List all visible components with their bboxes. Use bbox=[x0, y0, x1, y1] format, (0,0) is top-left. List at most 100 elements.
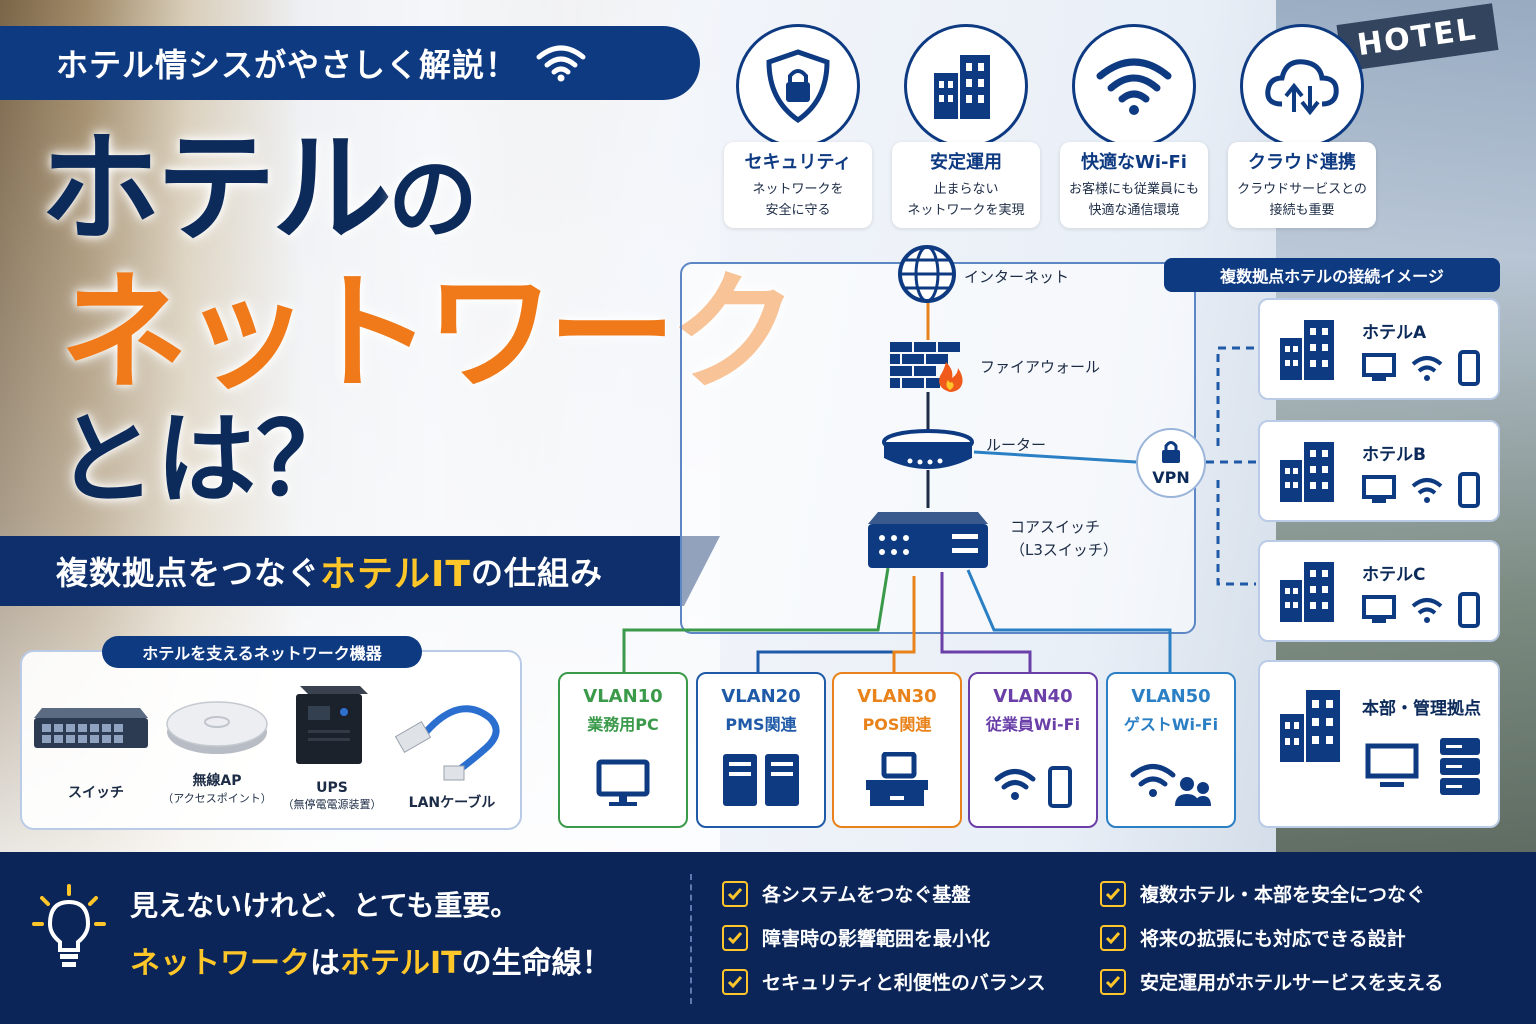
site-name: ホテルA bbox=[1362, 323, 1427, 343]
globe-icon bbox=[898, 245, 956, 303]
title-no: の bbox=[388, 147, 478, 252]
title-hotel: ホテル bbox=[40, 120, 392, 259]
lock-icon bbox=[1162, 441, 1180, 463]
lightbulb-icon bbox=[32, 884, 106, 967]
shield-lock-icon bbox=[766, 49, 830, 124]
vlan-box-40: VLAN40 従業員Wi-Fi bbox=[968, 672, 1098, 828]
check-item-label: セキュリティと利便性のバランス bbox=[762, 972, 1046, 994]
wireless-ap-icon bbox=[166, 701, 268, 754]
wifi-icon bbox=[1411, 478, 1443, 503]
firewall-icon bbox=[890, 342, 963, 392]
check-item: 複数ホテル・本部を安全につなぐ bbox=[1100, 880, 1425, 907]
vlan-box-30: VLAN30 POS関連 bbox=[832, 672, 962, 828]
checkbox-icon bbox=[1100, 880, 1126, 907]
smartphone-icon bbox=[1048, 766, 1072, 808]
monitor-icon bbox=[1365, 743, 1419, 787]
checkbox-icon bbox=[722, 924, 748, 951]
server-rack-icon bbox=[1440, 738, 1480, 795]
feature-wifi-circle bbox=[1072, 24, 1196, 148]
wifi-icon bbox=[1096, 58, 1172, 115]
device-switch-label: スイッチ bbox=[68, 785, 124, 801]
feature-security-desc1: ネットワークを bbox=[752, 182, 844, 197]
feature-security-card: セキュリティ ネットワークを 安全に守る bbox=[724, 142, 872, 228]
feature-security-circle bbox=[736, 24, 860, 148]
vlan-name: VLAN50 bbox=[1131, 686, 1211, 707]
devices-panel: ホテルを支えるネットワーク機器 スイッチ 無線AP （アクセスポイント） UPS… bbox=[20, 636, 522, 830]
check-item-label: 将来の拡張にも対応できる設計 bbox=[1140, 928, 1406, 950]
wifi-icon bbox=[1411, 598, 1443, 623]
server-tower-icon bbox=[723, 754, 799, 806]
multi-site-tag: 複数拠点ホテルの接続イメージ bbox=[1164, 258, 1500, 292]
monitor-icon bbox=[596, 759, 650, 806]
guest-wifi-icon bbox=[1130, 764, 1211, 806]
vlan-desc: POS関連 bbox=[862, 715, 932, 734]
vpn-label: VPN bbox=[1152, 468, 1190, 487]
monitor-icon bbox=[1362, 475, 1396, 503]
device-lan-label: LANケーブル bbox=[408, 795, 496, 811]
feature-security-desc2: 安全に守る bbox=[765, 202, 831, 218]
monitor-icon bbox=[1362, 595, 1396, 623]
smartphone-icon bbox=[1458, 592, 1480, 628]
footer-line2: ネットワークはホテルITの生命線！ bbox=[130, 938, 612, 982]
firewall-label: ファイアウォール bbox=[980, 358, 1101, 376]
feature-stable-desc1: 止まらない bbox=[933, 182, 999, 197]
subtitle-after: の仕組み bbox=[470, 554, 603, 592]
title-question: とは？ bbox=[56, 401, 356, 518]
feature-stable-title: 安定運用 bbox=[930, 152, 1002, 173]
building-icon bbox=[1280, 320, 1334, 380]
core-switch-icon bbox=[868, 512, 988, 568]
site-name: ホテルC bbox=[1362, 565, 1426, 585]
core-switch-label: コアスイッチ （L3スイッチ） bbox=[1010, 516, 1118, 561]
ups-icon bbox=[296, 686, 368, 764]
vpn-badge: VPN bbox=[1136, 428, 1206, 498]
pos-register-icon bbox=[866, 752, 928, 806]
feature-cloud-circle bbox=[1240, 24, 1364, 148]
check-item: 将来の拡張にも対応できる設計 bbox=[1100, 924, 1406, 951]
vlan-name: VLAN40 bbox=[993, 686, 1073, 707]
building-icon bbox=[1280, 562, 1334, 622]
cloud-sync-icon bbox=[1265, 59, 1339, 116]
feature-stable-desc2: ネットワークを実現 bbox=[907, 202, 1025, 218]
device-ap-label: 無線AP bbox=[192, 773, 242, 789]
check-item-label: 各システムをつなぐ基盤 bbox=[762, 884, 971, 906]
checkbox-icon bbox=[722, 968, 748, 995]
footer-line2-c: ホテルIT bbox=[340, 946, 462, 981]
site-hotel-c: ホテルC bbox=[1258, 540, 1500, 642]
title-line1: ホテルの bbox=[40, 130, 478, 252]
feature-stable-circle bbox=[904, 24, 1028, 148]
core-switch-name: コアスイッチ bbox=[1010, 518, 1101, 536]
building-icon bbox=[1280, 690, 1340, 762]
feature-wifi-title: 快適なWi-Fi bbox=[1081, 152, 1187, 173]
router-label: ルーター bbox=[986, 436, 1047, 454]
smartphone-icon bbox=[1458, 472, 1480, 508]
lan-cable-icon bbox=[394, 705, 500, 781]
subtitle-before: 複数拠点をつなぐ bbox=[56, 554, 321, 592]
vlan-desc: PMS関連 bbox=[725, 715, 797, 734]
footer-line2-a: ネットワーク bbox=[130, 946, 310, 981]
footer-line2-b: は bbox=[310, 946, 340, 981]
wifi-icon bbox=[536, 45, 586, 82]
building-icon bbox=[934, 55, 990, 119]
footer-divider bbox=[690, 874, 692, 1004]
feature-cloud-desc2: 接続も重要 bbox=[1269, 202, 1335, 218]
checkbox-icon bbox=[1100, 968, 1126, 995]
check-item: 各システムをつなぐ基盤 bbox=[722, 880, 970, 907]
check-item: 安定運用がホテルサービスを支える bbox=[1100, 968, 1443, 995]
header-pill-text: ホテル情シスがやさしく解説！ bbox=[56, 46, 519, 84]
check-item: 障害時の影響範囲を最小化 bbox=[722, 924, 990, 951]
device-ap: 無線AP （アクセスポイント） bbox=[162, 770, 272, 806]
feature-wifi-desc2: 快適な通信環境 bbox=[1088, 202, 1180, 218]
device-ups: UPS （無停電電源装置） bbox=[272, 780, 392, 812]
core-switch-sub: （L3スイッチ） bbox=[1010, 540, 1118, 559]
vlan-desc: 業務用PC bbox=[587, 715, 659, 734]
router-icon bbox=[882, 429, 974, 469]
checkbox-icon bbox=[1100, 924, 1126, 951]
building-icon bbox=[1280, 442, 1334, 502]
vlan-name: VLAN20 bbox=[721, 686, 801, 707]
site-name: 本部・管理拠点 bbox=[1362, 699, 1481, 719]
device-switch: スイッチ bbox=[46, 782, 146, 802]
device-lan: LANケーブル bbox=[392, 792, 512, 812]
feature-wifi-desc1: お客様にも従業員にも bbox=[1068, 182, 1199, 197]
feature-cloud-title: クラウド連携 bbox=[1248, 152, 1356, 173]
